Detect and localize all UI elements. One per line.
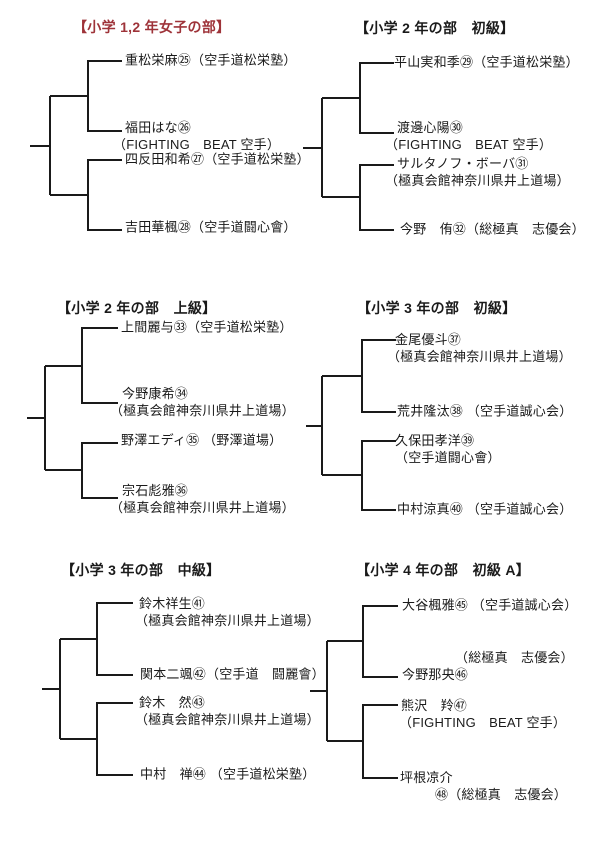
entrant-club-label: （極真会館神奈川県井上道場） [135, 613, 320, 628]
entrant-34: 今野康希㉞ （極真会館神奈川県井上道場） [110, 385, 295, 419]
bracket-lines-4 [306, 339, 396, 511]
entrant-club-label: （FIGHTING BEAT 空手） [113, 137, 281, 152]
entrant-label: 鈴木祥生㊶ [139, 596, 206, 611]
entrant-41: 鈴木祥生㊶ （極真会館神奈川県井上道場） [135, 595, 320, 629]
bracket-lines-1 [30, 60, 122, 231]
bracket-title-grade4-beginner-a: 【小学 4 年の部 初級 A】 [356, 562, 531, 578]
entrant-label: 平山実和季㉙（空手道松栄塾） [394, 54, 579, 70]
bracket-title-grade2-beginner: 【小学 2 年の部 初級】 [355, 20, 515, 36]
entrant-31: サルタノフ・ボーバ㉛ （極真会館神奈川県井上道場） [385, 155, 570, 189]
entrant-label: 宗石彪雅㊱ [122, 483, 189, 498]
entrant-label: 関本二颯㊷（空手道 闘麗會） [140, 666, 325, 682]
entrant-29: 平山実和季㉙（空手道松栄塾） [394, 54, 579, 71]
entrant-label: 今野 侑㉜（総極真 志優会） [400, 221, 585, 237]
entrant-club-label: （FIGHTING BEAT 空手） [399, 715, 567, 730]
entrant-label: 重松栄麻㉕（空手道松栄塾） [125, 52, 297, 68]
entrant-26: 福田はな㉖ （FIGHTING BEAT 空手） [113, 119, 280, 153]
entrant-club-label: （極真会館神奈川県井上道場） [387, 349, 572, 364]
entrant-label: サルタノフ・ボーバ㉛ [397, 156, 529, 171]
entrant-label: 上間麗与㉝（空手道松栄塾） [121, 319, 293, 335]
entrant-label: 熊沢 羚㊼ [401, 698, 468, 713]
entrant-label: 荒井隆汰㊳ （空手道誠心会） [397, 403, 573, 419]
bracket-title-girls-grade12: 【小学 1,2 年女子の部】 [73, 19, 231, 35]
entrant-club-label: （極真会館神奈川県井上道場） [135, 712, 320, 727]
bracket-title-grade3-intermediate: 【小学 3 年の部 中級】 [61, 562, 221, 578]
entrant-label: 野澤エディ㉟ （野澤道場） [121, 432, 283, 448]
entrant-35: 野澤エディ㉟ （野澤道場） [121, 432, 282, 449]
entrant-label: 坪根凉介 [400, 770, 453, 785]
entrant-label: 鈴木 然㊸ [139, 695, 206, 710]
entrant-club-label: （FIGHTING BEAT 空手） [385, 137, 553, 152]
entrant-27: 四反田和希㉗（空手道松栄塾） [125, 151, 310, 168]
entrant-club-label: （総極真 志優会） [455, 650, 574, 665]
entrant-label: 福田はな㉖ [125, 120, 192, 135]
entrant-label: 吉田華楓㉘（空手道闘心會） [125, 219, 297, 235]
entrant-label: 金尾優斗㊲ [395, 332, 462, 347]
entrant-46: （総極真 志優会） 今野那央㊻ [402, 649, 574, 683]
bracket-lines-2 [303, 62, 394, 231]
entrant-label: 大谷楓雅㊺ （空手道誠心会） [402, 597, 578, 613]
entrant-label: 渡邊心陽㉚ [397, 120, 464, 135]
entrant-40: 中村涼真㊵ （空手道誠心会） [397, 501, 572, 518]
entrant-30: 渡邊心陽㉚ （FIGHTING BEAT 空手） [385, 119, 552, 153]
entrant-club-label: （極真会館神奈川県井上道場） [385, 173, 570, 188]
entrant-club-label: ㊽（総極真 志優会） [435, 787, 568, 802]
bracket-lines-5 [42, 602, 133, 776]
bracket-title-grade2-advanced: 【小学 2 年の部 上級】 [57, 300, 217, 316]
entrant-club-label: （極真会館神奈川県井上道場） [110, 500, 295, 515]
bracket-lines-3 [27, 327, 118, 499]
entrant-label: 今野康希㉞ [122, 386, 189, 401]
entrant-37: 金尾優斗㊲ （極真会館神奈川県井上道場） [387, 331, 572, 365]
entrant-42: 関本二颯㊷（空手道 闘麗會） [140, 666, 325, 683]
entrant-club-label: （空手道闘心會） [395, 450, 501, 465]
entrant-label: 久保田孝洋㊴ [395, 433, 475, 448]
bracket-lines-6 [310, 605, 398, 779]
entrant-48: 坪根凉介 ㊽（総極真 志優会） [400, 769, 567, 803]
entrant-47: 熊沢 羚㊼ （FIGHTING BEAT 空手） [399, 697, 566, 731]
entrant-club-label: （極真会館神奈川県井上道場） [110, 403, 295, 418]
entrant-28: 吉田華楓㉘（空手道闘心會） [125, 219, 297, 236]
entrant-label: 中村 禅㊹ （空手道松栄塾） [140, 766, 316, 782]
entrant-44: 中村 禅㊹ （空手道松栄塾） [140, 766, 315, 783]
entrant-36: 宗石彪雅㊱ （極真会館神奈川県井上道場） [110, 482, 295, 516]
entrant-33: 上間麗与㉝（空手道松栄塾） [121, 319, 293, 336]
bracket-title-grade3-beginner: 【小学 3 年の部 初級】 [357, 300, 517, 316]
entrant-label: 四反田和希㉗（空手道松栄塾） [125, 151, 310, 167]
entrant-39: 久保田孝洋㊴ （空手道闘心會） [395, 432, 501, 466]
entrant-25: 重松栄麻㉕（空手道松栄塾） [125, 52, 297, 69]
entrant-38: 荒井隆汰㊳ （空手道誠心会） [397, 403, 572, 420]
entrant-label: 中村涼真㊵ （空手道誠心会） [397, 501, 573, 517]
entrant-32: 今野 侑㉜（総極真 志優会） [400, 221, 585, 238]
entrant-45: 大谷楓雅㊺ （空手道誠心会） [402, 597, 577, 614]
entrant-43: 鈴木 然㊸ （極真会館神奈川県井上道場） [135, 694, 320, 728]
entrant-label: 今野那央㊻ [402, 667, 469, 682]
